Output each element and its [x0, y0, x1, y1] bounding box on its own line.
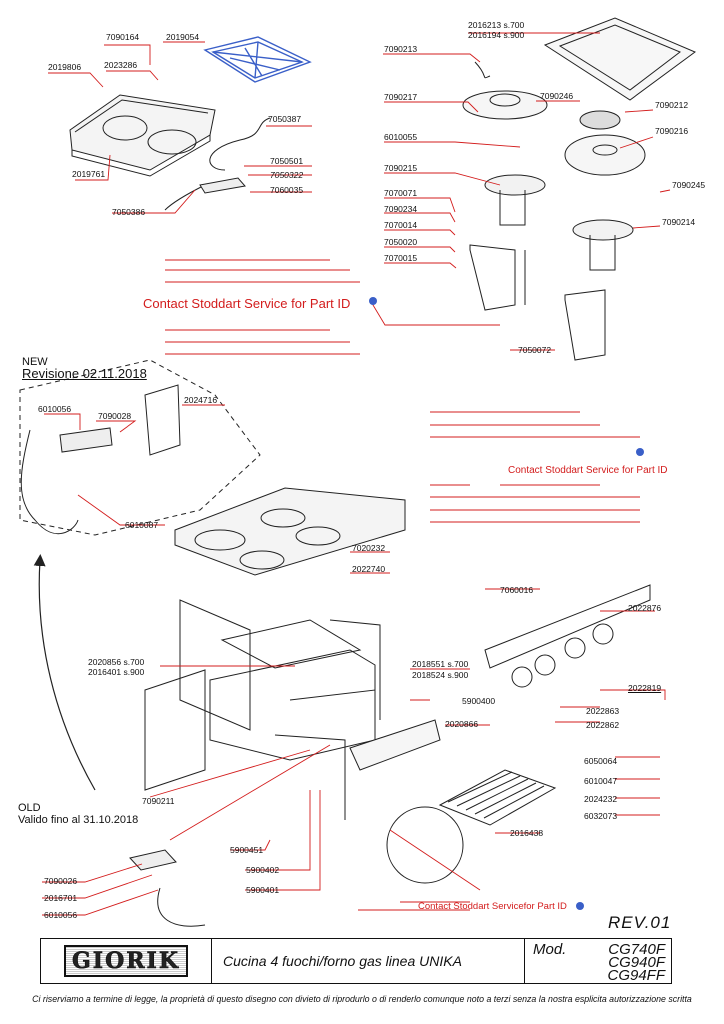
burner-assembly-2 — [543, 17, 697, 361]
part-label: 5900401 — [246, 885, 280, 895]
new-revision: Revisione 02.11.2018 — [22, 366, 147, 381]
part-label: 7070014 — [384, 220, 418, 230]
contact-markers — [369, 297, 644, 910]
part-label: 7020232 — [352, 543, 386, 553]
part-label: 6032073 — [584, 811, 618, 821]
part-label: 5900451 — [230, 845, 264, 855]
part-label: 2022740 — [352, 564, 386, 574]
part-label: 7090211 — [142, 796, 175, 806]
part-label: 2016401 s.900 — [88, 667, 145, 677]
part-label: 7090246 — [540, 91, 574, 101]
part-label: 6010056 — [38, 404, 72, 414]
part-label: 2018551 s.700 — [412, 659, 469, 669]
oven-rack — [438, 769, 557, 826]
part-label: 7090245 — [672, 180, 706, 190]
part-label: 7050386 — [112, 207, 146, 217]
part-label: 7050501 — [270, 156, 304, 166]
part-label: 7050072 — [518, 345, 552, 355]
model-box: Mod. CG740F CG940F CG94FF — [524, 939, 671, 984]
hob-tray-drawing — [69, 94, 216, 177]
old-thermocouple-detail — [129, 849, 206, 927]
part-label: 6010087 — [125, 520, 159, 530]
detail-circle — [386, 806, 464, 884]
leader-lines — [42, 32, 671, 916]
part-label: 2024716 — [184, 395, 218, 405]
part-label: 7090214 — [662, 217, 696, 227]
part-label: 6050064 — [584, 756, 618, 766]
gas-tubing — [164, 117, 271, 211]
part-label: 7060016 — [500, 585, 534, 595]
revision: REV.01 — [608, 913, 672, 932]
part-label: 7090216 — [655, 126, 689, 136]
disclaimer: Ci riserviamo a termine di legge, la pro… — [32, 994, 692, 1004]
part-label: 7090212 — [655, 100, 689, 110]
part-label: 2022863 — [586, 706, 620, 716]
part-label: 2019054 — [166, 32, 200, 42]
part-label: 2024232 — [584, 794, 618, 804]
part-label: 2016213 s.700 — [468, 20, 525, 30]
part-label: 7050387 — [268, 114, 302, 124]
part-label: 2019761 — [72, 169, 106, 179]
old-valid-until: Valido fino al 31.10.2018 — [18, 814, 139, 826]
control-knobs — [511, 623, 614, 688]
part-label: 2016438 — [510, 828, 544, 838]
contact-note: Contact Stoddart Servicefor Part ID — [418, 901, 567, 912]
title-block: GIORIK Cucina 4 fuochi/forno gas linea U… — [40, 938, 672, 984]
model-code: CG94FF — [607, 967, 665, 984]
part-label: 7070015 — [384, 253, 418, 263]
burner-assembly-1 — [462, 61, 548, 311]
part-label: 2022819 — [628, 683, 662, 693]
part-label: 7090215 — [384, 163, 418, 173]
range-body-drawing — [144, 487, 651, 820]
part-label: 2019806 — [48, 62, 82, 72]
part-label: 2023286 — [104, 60, 138, 70]
revision-arrow — [33, 554, 96, 791]
new-heading: NEW — [22, 356, 48, 368]
part-label: 7050020 — [384, 237, 418, 247]
grate-highlighted — [203, 36, 312, 83]
part-label: 7070071 — [384, 188, 418, 198]
part-label: 7090028 — [98, 411, 132, 421]
part-label: 7090164 — [106, 32, 140, 42]
contact-note: Contact Stoddart Service for Part ID — [508, 465, 668, 476]
part-label: 2022862 — [586, 720, 620, 730]
part-label: 2016194 s.900 — [468, 30, 525, 40]
part-label: 7090026 — [44, 876, 78, 886]
contact-note: Contact Stoddart Service for Part ID — [143, 296, 351, 311]
part-label: 7090213 — [384, 44, 418, 54]
part-label: 7050322 — [270, 170, 304, 180]
part-label: 6010047 — [584, 776, 618, 786]
part-label: 2018524 s.900 — [412, 670, 469, 680]
part-label: 7090234 — [384, 204, 418, 214]
part-label: 2020856 s.700 — [88, 657, 145, 667]
logo-box: GIORIK — [41, 939, 212, 983]
model-code: CG740F — [608, 941, 665, 958]
part-label: 2020866 — [445, 719, 479, 729]
new-detail-outline — [19, 359, 261, 536]
model-prefix: Mod. — [533, 941, 567, 958]
part-label: 7060035 — [270, 185, 304, 195]
new-thermocouple-detail — [20, 384, 181, 535]
part-label: 5900400 — [462, 696, 496, 706]
part-label: 2016701 — [44, 893, 78, 903]
part-label: 6010056 — [44, 910, 78, 920]
part-label: 2022876 — [628, 603, 662, 613]
brand-logo: GIORIK — [64, 945, 188, 977]
model-code: CG940F — [608, 954, 665, 971]
part-label: 6010055 — [384, 132, 418, 142]
old-heading: OLD — [18, 802, 41, 814]
part-label: 7090217 — [384, 92, 418, 102]
part-label: 5900402 — [246, 865, 280, 875]
drawing-description: Cucina 4 fuochi/forno gas linea UNIKA — [223, 953, 462, 969]
